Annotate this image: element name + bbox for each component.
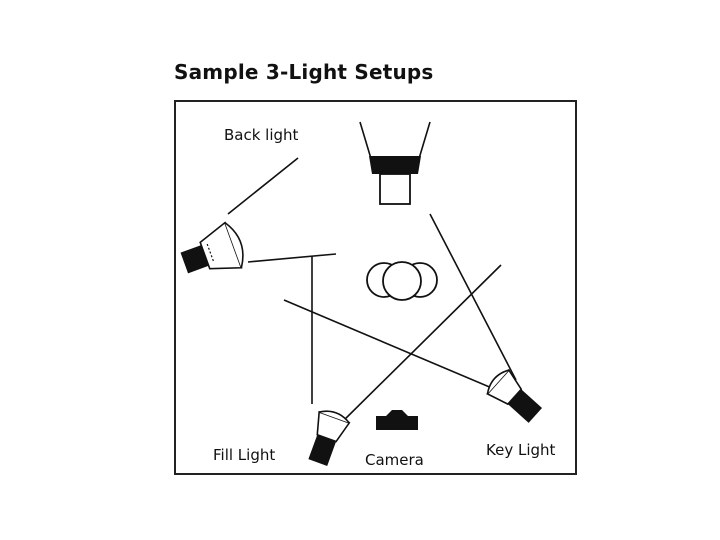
fill-light-icon (308, 410, 351, 466)
key-light-beam-left (283, 299, 507, 395)
overhead-beam-left (359, 121, 373, 163)
overhead-beam-right (417, 121, 431, 163)
lighting-diagram: Back light Fill Light Camera Key Light (174, 100, 577, 475)
back-light-icon (180, 221, 244, 274)
lighting-diagram-canvas (180, 121, 543, 466)
subject-icon (366, 261, 438, 301)
back-light-pointer (227, 157, 299, 215)
fill-light-beam-right (335, 264, 502, 429)
key-light-beam-right (429, 213, 517, 381)
camera-icon (376, 410, 418, 430)
fill-light-label: Fill Light (213, 446, 276, 464)
back-light-beam (247, 253, 337, 263)
key-light-icon (486, 368, 543, 423)
overhead-light-icon (369, 156, 421, 205)
back-light-label: Back light (224, 126, 299, 144)
diagram-title: Sample 3-Light Setups (174, 60, 434, 84)
key-light-label: Key Light (486, 441, 556, 459)
camera-label: Camera (365, 451, 424, 469)
